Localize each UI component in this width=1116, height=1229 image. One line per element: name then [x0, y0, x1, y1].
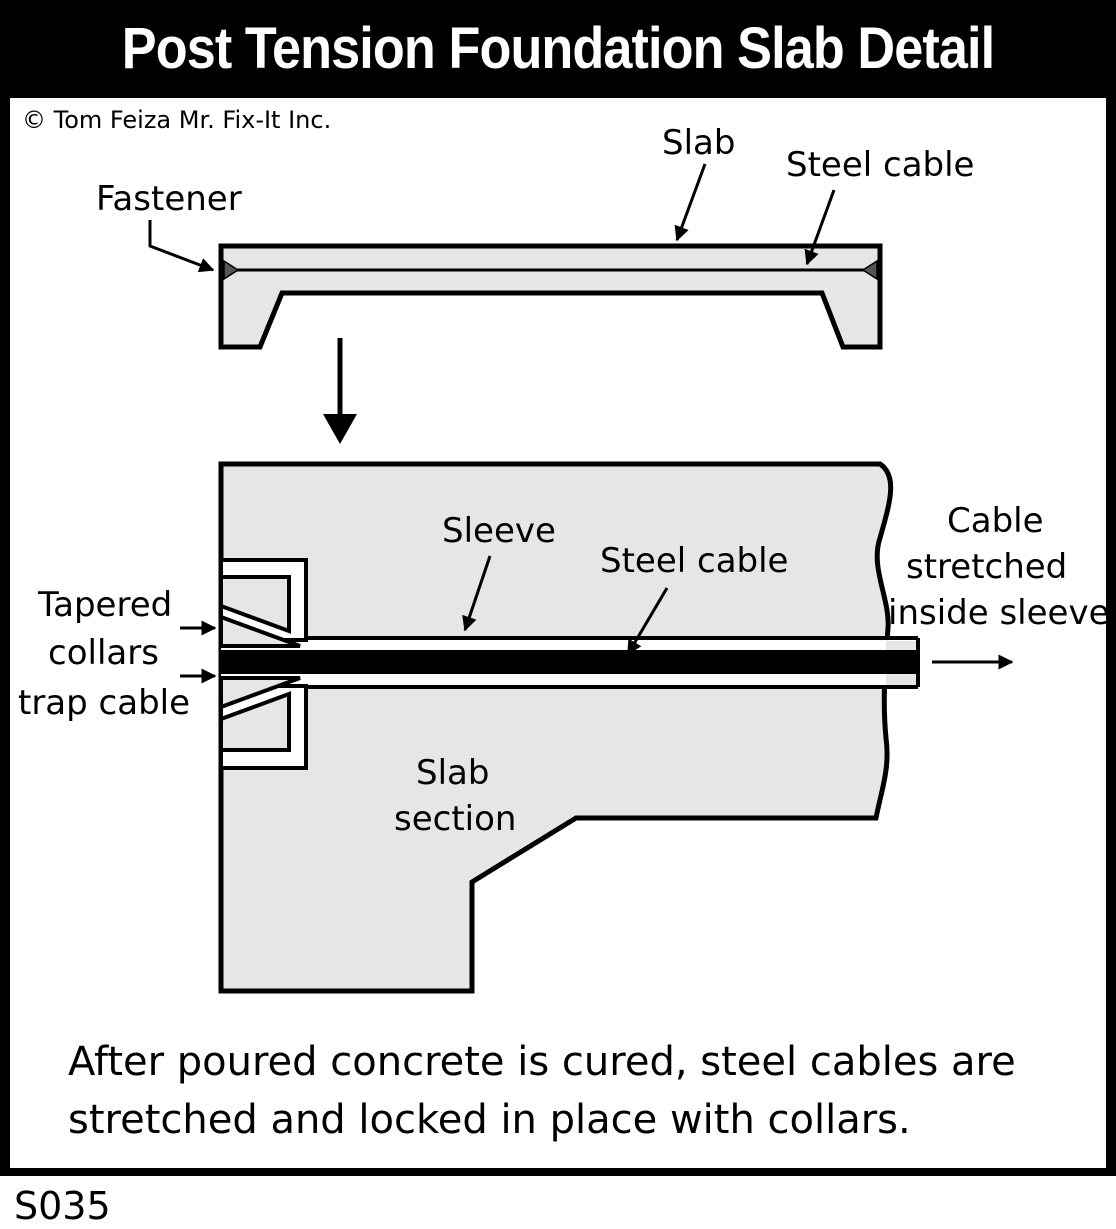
label-cable-stretched-3: inside sleeve — [888, 593, 1110, 633]
down-arrow-head — [323, 414, 357, 444]
label-tapered-1: Tapered — [38, 585, 173, 625]
diagram-panel: © Tom Feiza Mr. Fix-It Inc. Slab Steel c… — [10, 98, 1110, 1168]
caption-line-1: After poured concrete is cured, steel ca… — [68, 1039, 1016, 1085]
diagram-frame: Post Tension Foundation Slab Detail — [0, 0, 1116, 1176]
right-fastener — [861, 259, 878, 281]
fastener-leader — [148, 220, 215, 273]
steel-cable-top-leader — [804, 189, 836, 266]
caption-line-2: stretched and locked in place with colla… — [68, 1097, 911, 1143]
label-steel-cable-top: Steel cable — [786, 145, 975, 185]
label-fastener: Fastener — [96, 179, 242, 219]
label-cable-stretched-1: Cable — [947, 501, 1044, 541]
copyright-text: © Tom Feiza Mr. Fix-It Inc. — [22, 106, 332, 134]
left-fastener — [223, 259, 240, 281]
tapered-collar-bottom-lower — [219, 691, 291, 752]
caption: After poured concrete is cured, steel ca… — [68, 1033, 1088, 1149]
sleeve-leader — [462, 555, 492, 632]
figure-code: S035 — [14, 1184, 111, 1228]
tapered-collar-top — [219, 575, 291, 634]
page-title: Post Tension Foundation Slab Detail — [121, 15, 995, 81]
diagram-drawing — [148, 163, 1014, 994]
tapered-collar-bottom — [219, 676, 301, 710]
label-slab-section-1: Slab — [416, 753, 490, 793]
tapered-collar-top-lower — [219, 614, 301, 648]
label-sleeve: Sleeve — [442, 511, 556, 551]
label-steel-cable-bottom: Steel cable — [600, 541, 789, 581]
top-slab — [218, 243, 883, 350]
steel-cable-bottom-leader — [626, 587, 669, 656]
label-tapered-3: trap cable — [18, 683, 191, 723]
steel-cable-bottom — [221, 650, 918, 674]
label-slab-section-2: section — [394, 799, 517, 839]
label-tapered-2: collars — [48, 633, 159, 673]
label-cable-stretched-2: stretched — [906, 547, 1068, 587]
slab-leader — [674, 163, 707, 242]
label-slab: Slab — [662, 123, 736, 163]
